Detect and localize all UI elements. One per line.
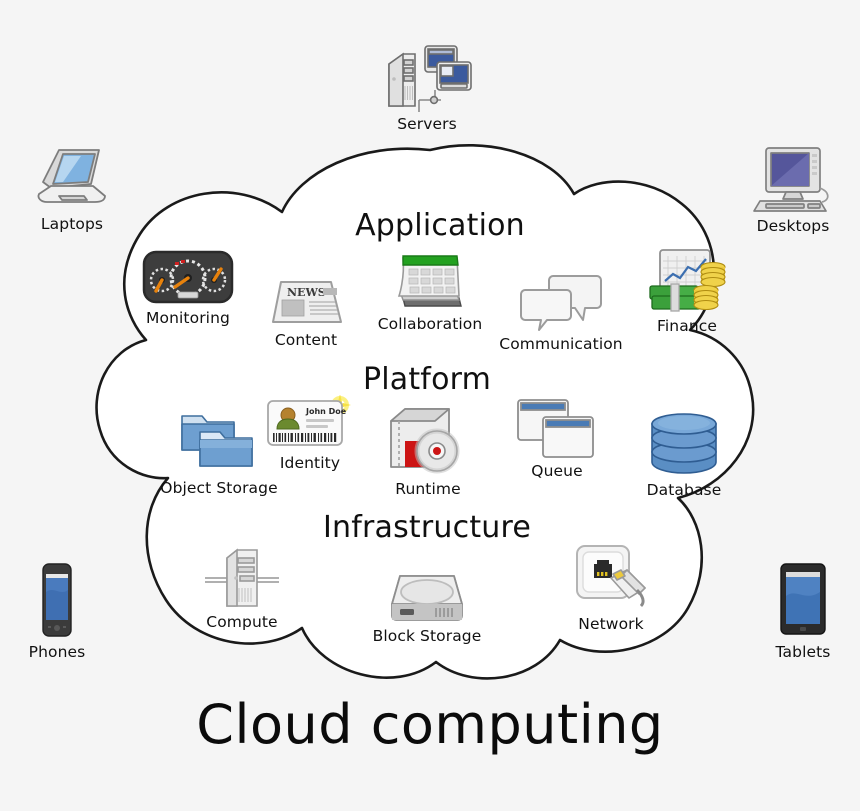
node-label: Database: [646, 481, 722, 499]
server-tower-icon: [199, 548, 285, 610]
node-object-storage[interactable]: Object Storage: [149, 408, 289, 497]
phone-icon: [34, 562, 80, 640]
node-label: Monitoring: [146, 309, 230, 327]
ethernet-jack-icon: [571, 544, 651, 612]
node-queue[interactable]: Queue: [487, 397, 627, 480]
node-communication[interactable]: Communication: [491, 272, 631, 353]
node-label: Network: [578, 615, 644, 633]
layer-title-platform: Platform: [362, 362, 492, 397]
node-desktops[interactable]: Desktops: [723, 142, 860, 235]
node-label: Phones: [28, 643, 86, 661]
layer-title-infrastructure: Infrastructure: [322, 510, 532, 545]
page-title: Cloud computing: [196, 693, 664, 756]
node-label: Runtime: [395, 480, 461, 498]
node-label: Queue: [531, 462, 583, 480]
node-label: Compute: [206, 613, 278, 631]
node-label: Object Storage: [160, 479, 278, 497]
node-label: Finance: [657, 317, 717, 335]
node-label: Tablets: [775, 643, 831, 661]
newspaper-masthead: NEWS: [287, 286, 326, 299]
node-label: Desktops: [756, 217, 830, 235]
node-finance[interactable]: Finance: [617, 248, 757, 335]
database-cylinder-icon: [644, 410, 724, 478]
node-monitoring[interactable]: Monitoring: [118, 250, 258, 327]
node-identity[interactable]: John Doe Identity: [240, 394, 380, 472]
gauge-icon: [142, 250, 234, 306]
node-label: Content: [274, 331, 338, 349]
windows-stack-icon: [515, 397, 599, 459]
money-chart-icon: [646, 248, 728, 314]
node-network[interactable]: Network: [541, 544, 681, 633]
node-label: Collaboration: [377, 315, 483, 333]
id-card-name: John Doe: [305, 407, 347, 416]
node-compute[interactable]: Compute: [172, 548, 312, 631]
node-label: Identity: [279, 454, 341, 472]
node-label: Laptops: [40, 215, 104, 233]
tablet-icon: [775, 562, 831, 640]
package-disc-icon: [385, 405, 471, 477]
id-card-icon: John Doe: [264, 394, 356, 451]
folders-icon: [176, 408, 262, 476]
node-content[interactable]: NEWS Content: [236, 278, 376, 349]
node-collaboration[interactable]: Collaboration: [360, 250, 500, 333]
node-runtime[interactable]: Runtime: [358, 405, 498, 498]
servers-icon: [381, 42, 473, 118]
node-database[interactable]: Database: [614, 410, 754, 499]
calendar-icon: [387, 250, 473, 312]
laptop-icon: [29, 140, 115, 212]
desktop-icon: [752, 142, 834, 214]
node-label: Communication: [499, 335, 623, 353]
node-label: Servers: [397, 115, 457, 133]
layer-title-application: Application: [355, 208, 525, 243]
node-tablets[interactable]: Tablets: [733, 562, 860, 661]
hard-drive-icon: [382, 570, 472, 624]
newspaper-icon: NEWS: [267, 278, 345, 328]
chat-bubbles-icon: [519, 272, 603, 332]
node-laptops[interactable]: Laptops: [2, 140, 142, 233]
node-phones[interactable]: Phones: [0, 562, 127, 661]
node-servers[interactable]: Servers: [357, 42, 497, 133]
node-label: Block Storage: [372, 627, 482, 645]
node-block-storage[interactable]: Block Storage: [357, 570, 497, 645]
